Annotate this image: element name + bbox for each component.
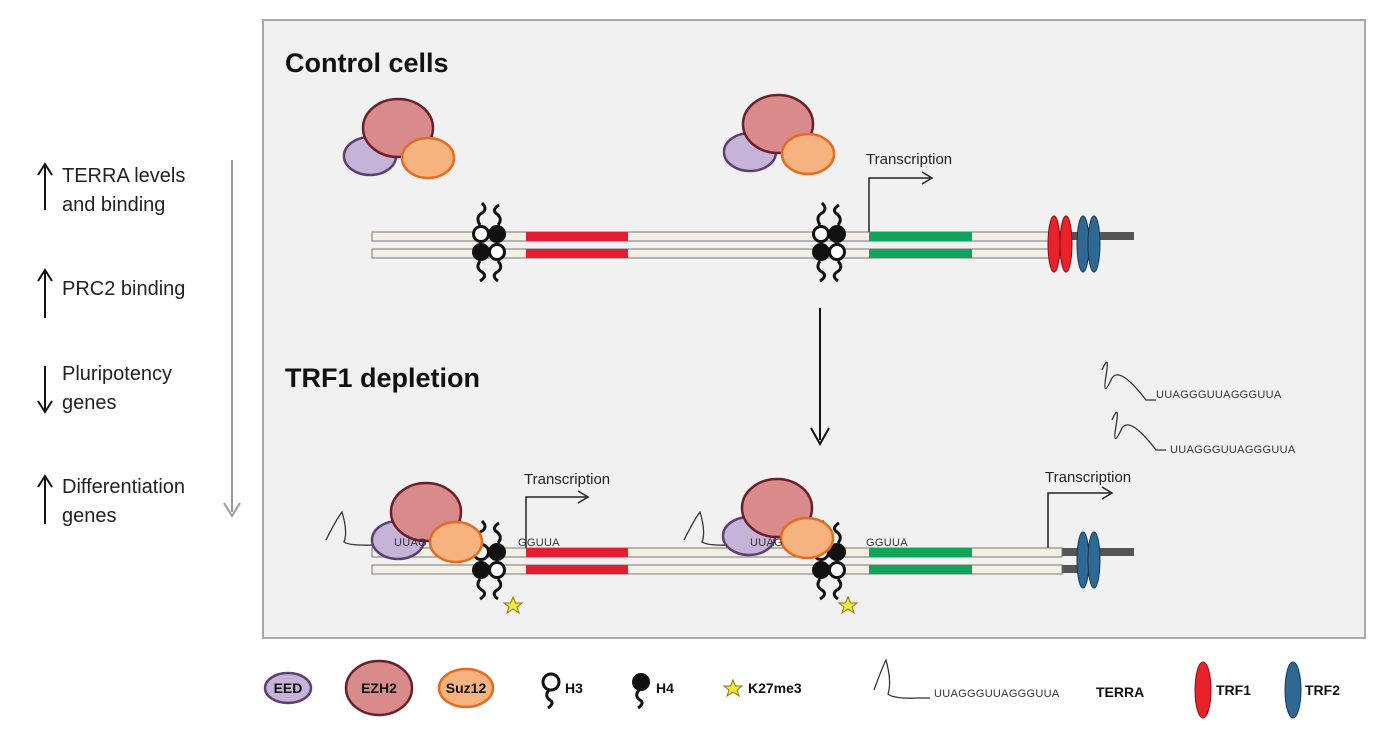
trf1-depletion-title: TRF1 depletion — [285, 363, 480, 393]
legend-suz12-icon — [437, 667, 495, 709]
terra-rna-icon — [1111, 411, 1166, 451]
effect-1-line2: and binding — [62, 194, 165, 216]
terra-sequence-fragment: UUAG — [394, 537, 427, 549]
legend-ezh2-icon — [344, 659, 414, 717]
transcription-label: Transcription — [866, 151, 952, 168]
trf2-icon — [1076, 531, 1090, 589]
transcription-arrow — [868, 177, 930, 232]
legend-terra-label: TERRA — [1096, 684, 1144, 700]
side-effects-list: TERRA levels and binding PRC2 binding Pl… — [37, 160, 241, 527]
legend-suz12-label: Suz12 — [446, 680, 487, 696]
pluripotency-gene-green — [869, 249, 972, 258]
effect-2-line1: PRC2 binding — [62, 278, 185, 300]
effect-4-line1: Differentiation — [62, 476, 185, 498]
terra-sequence-fragment: UUAG — [750, 537, 783, 549]
differentiation-gene-red — [526, 565, 628, 574]
legend-h4-label: H4 — [656, 680, 674, 696]
legend-k27me3-icon — [722, 678, 744, 698]
legend-terra-icon — [873, 658, 930, 699]
legend-trf2-label: TRF2 — [1305, 682, 1340, 698]
trf2-icon — [1087, 215, 1101, 273]
trf2-icon — [1087, 531, 1101, 589]
terra-rna-icon — [1101, 361, 1156, 401]
legend-h4-icon — [632, 673, 650, 691]
legend-eed-label: EED — [274, 680, 303, 696]
legend-h3-icon — [541, 672, 561, 692]
k27me3-star-icon — [502, 595, 524, 615]
transcription-label: Transcription — [524, 471, 610, 488]
terra-rna-icon — [325, 510, 390, 546]
trf2-icon — [1076, 215, 1090, 273]
dna-strand-top — [371, 547, 1063, 558]
legend-trf1-icon — [1194, 661, 1212, 719]
legend-k27me3-label: K27me3 — [748, 680, 802, 696]
pluripotency-gene-green — [869, 232, 972, 241]
terra-sequence-fragment: GGUUA — [866, 537, 908, 549]
transcription-arrow — [525, 496, 586, 548]
transcription-arrow — [1047, 492, 1110, 548]
differentiation-gene-red — [526, 232, 628, 241]
legend-trf2-icon — [1284, 661, 1302, 719]
legend-trf1-label: TRF1 — [1216, 682, 1251, 698]
terra-sequence-fragment: GGUUA — [518, 537, 560, 549]
control-cells-title: Control cells — [285, 48, 449, 78]
trf1-depleted-chromatin: Transcription Transcription — [325, 469, 1134, 615]
trf1-icon — [1047, 215, 1061, 273]
control-chromatin: Transcription — [371, 151, 1134, 283]
legend-eed-icon — [263, 671, 313, 705]
differentiation-gene-red — [526, 548, 628, 557]
pluripotency-gene-green — [869, 548, 972, 557]
legend: EED EZH2 Suz12 H3 H4 K27me3 UUAGGGUUAGGG… — [263, 658, 1340, 719]
effect-3-line2: genes — [62, 392, 117, 414]
side-flow-arrowhead — [223, 502, 241, 518]
differentiation-gene-red — [526, 249, 628, 258]
transcription-label: Transcription — [1045, 469, 1131, 486]
terra-sequence: UUAGGGUUAGGGUUA — [1170, 444, 1296, 456]
terra-sequence: UUAGGGUUAGGGUUA — [1156, 389, 1282, 401]
trf1-icon — [1059, 215, 1073, 273]
free-terra-transcripts: UUAGGGUUAGGGUUA UUAGGGUUAGGGUUA — [1101, 361, 1296, 456]
k27me3-star-icon — [837, 595, 859, 615]
effect-4-line2: genes — [62, 505, 117, 527]
legend-terra-sequence: UUAGGGUUAGGGUUA — [934, 688, 1060, 700]
legend-ezh2-label: EZH2 — [361, 680, 397, 696]
effect-3-line1: Pluripotency — [62, 363, 172, 385]
legend-h3-label: H3 — [565, 680, 583, 696]
pluripotency-gene-green — [869, 565, 972, 574]
terra-rna-icon — [683, 510, 748, 546]
dna-strand-bottom — [371, 564, 1063, 575]
effect-1-line1: TERRA levels — [62, 165, 185, 187]
